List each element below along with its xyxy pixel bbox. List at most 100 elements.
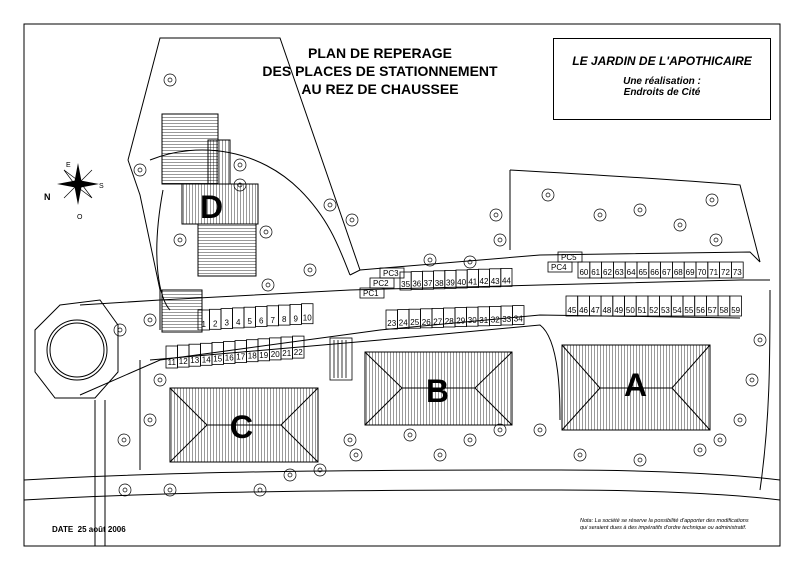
parking-spot-2: 2 [213,319,218,328]
tree [303,263,317,277]
plan-title-line-1: PLAN DE REPERAGE [308,45,452,61]
tree-trunk [167,487,173,493]
tree [593,208,607,222]
parking-spot-25: 25 [410,318,419,327]
tree [349,448,363,462]
tree-trunk [121,437,127,443]
tree-trunk [437,452,443,458]
parking-spot-7: 7 [271,316,276,325]
tree-trunk [147,317,153,323]
tree [403,428,417,442]
plan-title-line-3: AU REZ DE CHAUSSEE [301,81,459,97]
parking-spot-58: 58 [719,306,728,315]
tree [313,463,327,477]
tree [173,233,187,247]
building-label-d: D [200,189,223,225]
parking-spot-outline [500,267,513,287]
tree [573,448,587,462]
plan-date: DATE 25 août 2006 [52,525,126,534]
tree [163,73,177,87]
parking-spot-outline [729,295,742,317]
tree-trunk [497,427,503,433]
tree-trunk [177,237,183,243]
tree-trunk [497,237,503,243]
tree-trunk [157,377,163,383]
tree-trunk [237,182,243,188]
parking-spot-10: 10 [303,314,312,323]
plan-title-line-2: DES PLACES DE STATIONNEMENT [262,63,498,79]
roundabout [34,299,119,399]
tree [118,483,132,497]
parking-spot-37: 37 [424,279,433,288]
tree-trunk [237,162,243,168]
parking-spot-56: 56 [696,306,705,315]
tree-trunk [637,207,643,213]
tree [673,218,687,232]
parking-spot-41: 41 [468,278,477,287]
tree-trunk [749,377,755,383]
compass-s: S [99,183,104,190]
tree-trunk [263,229,269,235]
parking-spot-33: 33 [502,315,511,324]
tree-trunk [709,197,715,203]
tree [463,255,477,269]
parking-spot-31: 31 [479,316,488,325]
pc-spot-pc1: PC1 [363,289,379,298]
parking-spot-44: 44 [502,276,511,285]
tree-trunk [265,282,271,288]
tree-trunk [122,487,128,493]
parking-spot-32: 32 [491,315,500,324]
tree-trunk [713,237,719,243]
parking-spot-9: 9 [294,314,299,323]
compass-o: O [77,214,83,221]
pc-spot-pc3: PC3 [383,269,399,278]
tree-trunk [737,417,743,423]
parking-spot-23: 23 [387,319,396,328]
tree [633,203,647,217]
parking-spot-27: 27 [433,317,442,326]
tree-trunk [349,217,355,223]
pc-spot-outline [557,251,583,263]
parking-spot-61: 61 [591,268,600,277]
parking-spot-50: 50 [626,306,635,315]
parking-spot-4: 4 [236,318,241,327]
parking-spot-71: 71 [709,268,718,277]
tree-trunk [537,427,543,433]
parking-spot-18: 18 [248,352,257,361]
pc-spot-outline [379,267,405,279]
parking-spot-45: 45 [567,306,576,315]
parking-spot-13: 13 [190,356,199,365]
tree-trunk [467,437,473,443]
tree-trunk [117,327,123,333]
parking-spot-26: 26 [422,318,431,327]
tree [343,433,357,447]
tree-trunk [137,167,143,173]
title-block: LE JARDIN DE L'APOTHICAIRE Une réalisati… [553,38,771,120]
project-credit-line: Une réalisation : [623,76,701,87]
parking-spot-64: 64 [627,268,636,277]
tree [233,158,247,172]
tree [153,373,167,387]
parking-spot-outline [301,303,314,325]
parking-spot-52: 52 [649,306,658,315]
parking-spot-34: 34 [514,315,523,324]
tree [433,448,447,462]
parking-spot-67: 67 [662,268,671,277]
tree [163,483,177,497]
parking-spot-28: 28 [445,317,454,326]
compass-rose: N S E O [44,162,104,221]
parking-spot-60: 60 [579,268,588,277]
tree-trunk [677,222,683,228]
parking-spot-55: 55 [684,306,693,315]
parking-spot-14: 14 [202,355,211,364]
tree [753,333,767,347]
parking-spot-36: 36 [412,280,421,289]
tree-trunk [545,192,551,198]
tree [541,188,555,202]
tree [423,253,437,267]
parking-spot-39: 39 [446,278,455,287]
parking-spot-outline [512,305,525,326]
tree [693,443,707,457]
